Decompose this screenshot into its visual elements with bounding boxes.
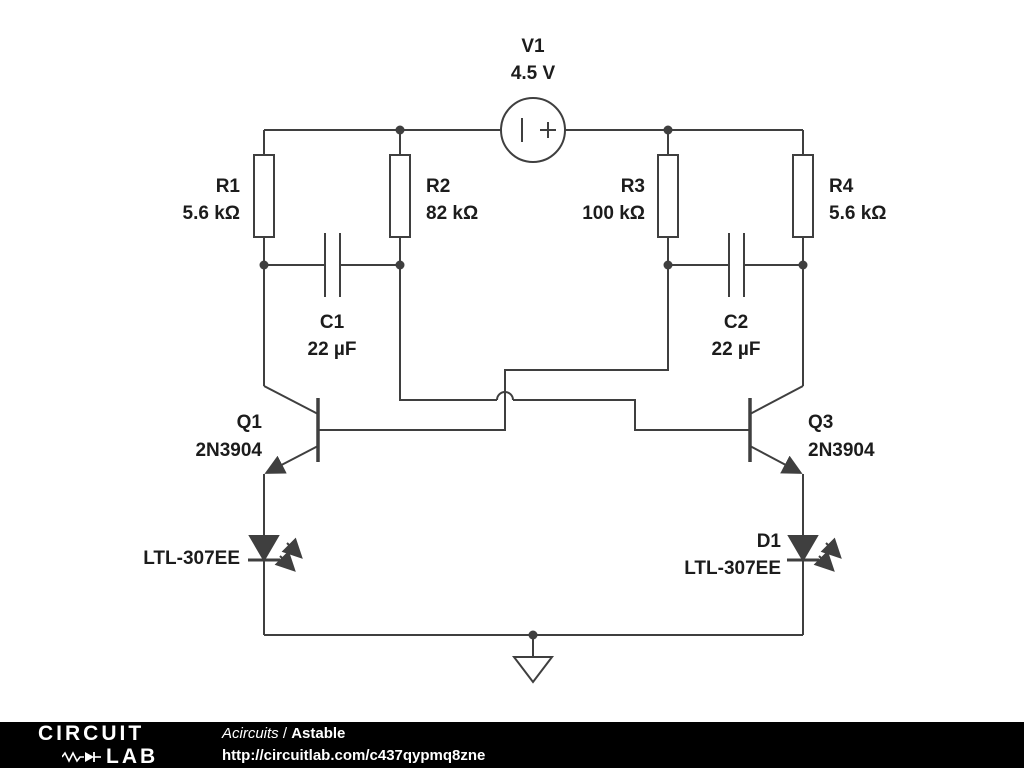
transistor-q1 [263, 265, 320, 536]
footer-bar: CIRCUIT LAB Acircuits / Astable http://c… [0, 722, 1024, 768]
resistor-diode-icon [62, 750, 101, 763]
circuitlab-logo[interactable]: CIRCUIT LAB [38, 723, 188, 767]
voltage-source-v1 [500, 97, 566, 163]
v1-value: 4.5 V [511, 63, 556, 84]
r3-value: 100 kΩ [582, 203, 645, 224]
resistor-r1 [253, 130, 275, 265]
junction-dots [259, 125, 808, 640]
resistor-r4 [792, 130, 814, 265]
ground-rail [264, 634, 803, 684]
capacitor-c1 [264, 233, 400, 297]
q3-ref: Q3 [808, 412, 833, 433]
schematic-url-link[interactable]: http://circuitlab.com/c437qypmq8zne [222, 747, 486, 764]
c1-value: 22 µF [308, 339, 357, 360]
capacitor-c2 [668, 233, 803, 297]
component-labels: V1 4.5 V R1 5.6 kΩ R2 82 kΩ R3 100 kΩ R4… [143, 36, 886, 579]
breadcrumb: Acircuits / Astable http://circuitlab.co… [222, 723, 485, 767]
coupling-wire-left-to-q3 [399, 265, 750, 431]
transistor-q3 [748, 265, 804, 536]
d1-value: LTL-307EE [684, 558, 781, 579]
r2-ref: R2 [426, 176, 450, 197]
breadcrumb-user-link[interactable]: Acircuits [222, 725, 279, 743]
r1-value: 5.6 kΩ [183, 203, 241, 224]
c2-ref: C2 [724, 312, 748, 333]
r2-value: 82 kΩ [426, 203, 478, 224]
q1-value: 2N3904 [195, 440, 262, 461]
logo-lab-text: LAB [106, 745, 159, 768]
r4-value: 5.6 kΩ [829, 203, 887, 224]
c1-ref: C1 [320, 312, 345, 333]
led1-value: LTL-307EE [143, 548, 240, 569]
c2-value: 22 µF [712, 339, 761, 360]
coupling-wire-right-to-q1 [318, 265, 669, 431]
led-left [248, 535, 303, 635]
schematic-canvas: V1 4.5 V R1 5.6 kΩ R2 82 kΩ R3 100 kΩ R4… [143, 36, 887, 684]
r4-ref: R4 [829, 176, 854, 197]
resistor-r2 [389, 130, 411, 265]
q1-ref: Q1 [237, 412, 263, 433]
r3-ref: R3 [621, 176, 645, 197]
logo-circuit-text: CIRCUIT [38, 722, 145, 745]
breadcrumb-separator: / [278, 725, 292, 743]
r1-ref: R1 [216, 176, 241, 197]
led-d1 [787, 535, 842, 635]
d1-ref: D1 [757, 531, 782, 552]
q3-value: 2N3904 [808, 440, 875, 461]
v1-ref: V1 [521, 36, 545, 57]
resistor-r3 [657, 130, 679, 265]
breadcrumb-title-link[interactable]: Astable [291, 725, 346, 743]
